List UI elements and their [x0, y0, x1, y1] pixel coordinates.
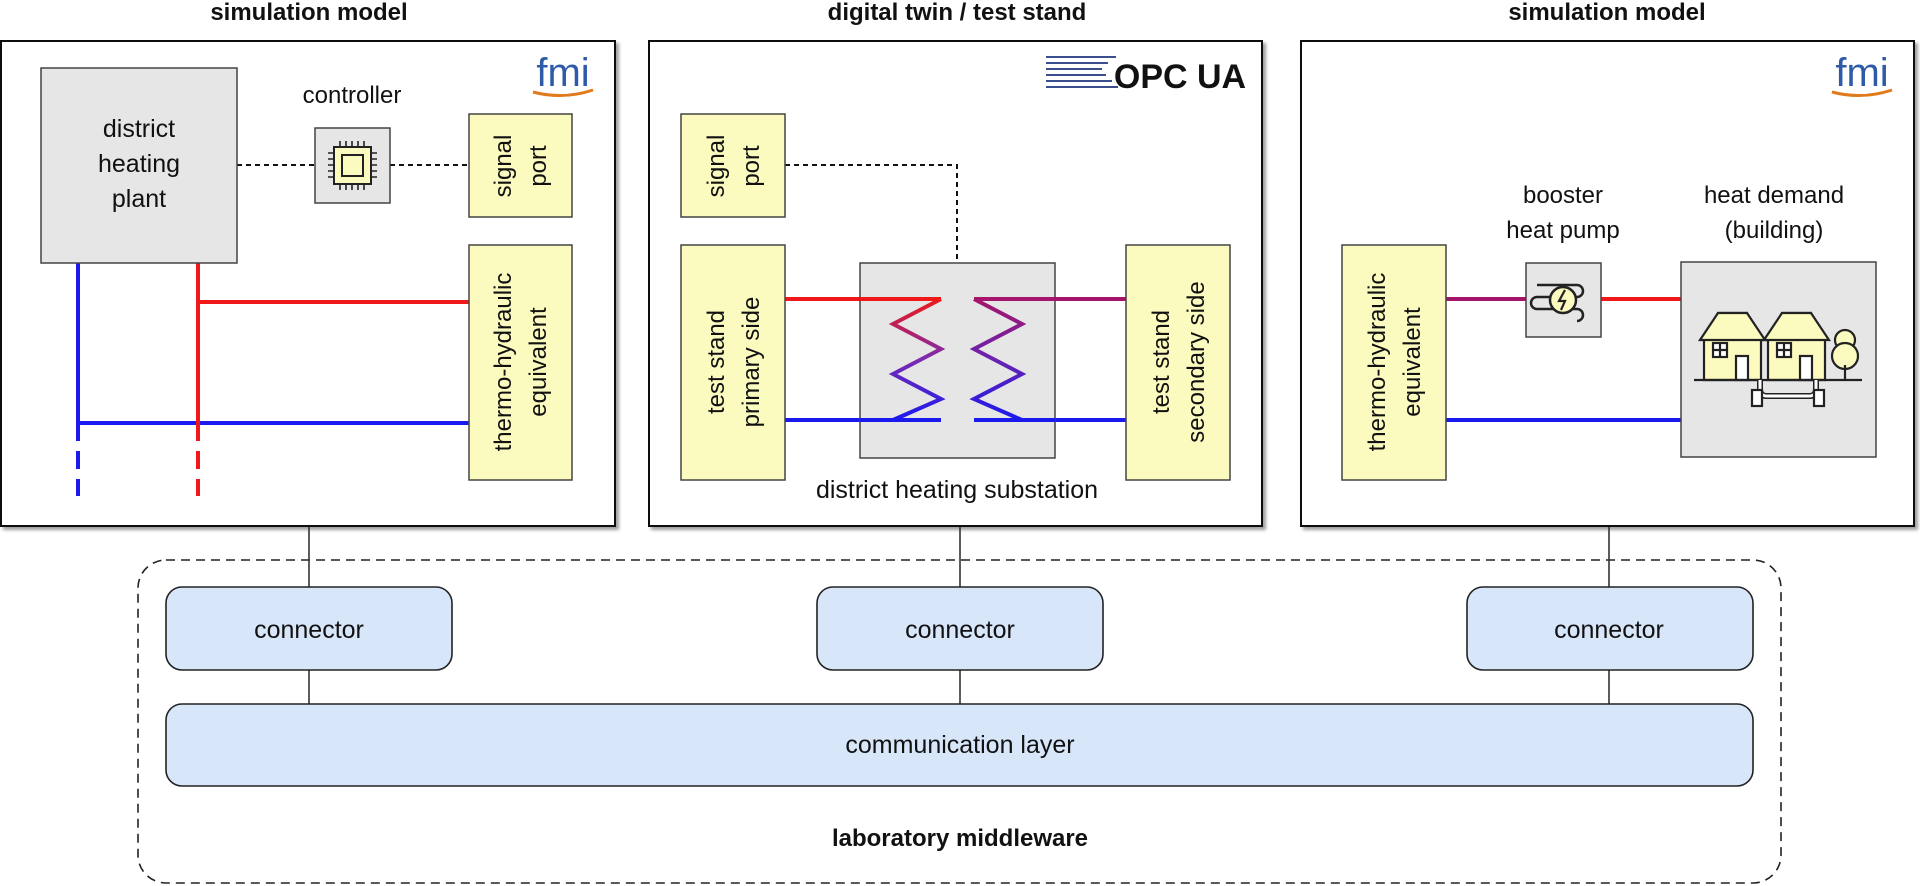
signal-port-middle-label-2: port: [738, 145, 765, 187]
signal-port-middle[interactable]: signal port: [680, 113, 786, 218]
fmi-logo-right: fmi: [1831, 51, 1893, 97]
chip-icon: [328, 141, 377, 190]
primary-label-1: test stand: [703, 310, 730, 414]
booster-label-1: booster: [1523, 182, 1603, 209]
connector-left-label: connector: [254, 616, 364, 644]
signal-line-substation: [785, 164, 958, 263]
thermo-hydraulic-equivalent-left[interactable]: thermo-hydraulic equivalent: [468, 244, 573, 481]
heat-pump-icon: [1529, 283, 1585, 323]
plant-label-3: plant: [112, 185, 166, 213]
equivalent-right-label-1: thermo-hydraulic: [1364, 273, 1391, 452]
communication-layer[interactable]: communication layer: [165, 703, 1754, 787]
thermo-hydraulic-equivalent-right[interactable]: thermo-hydraulic equivalent: [1341, 244, 1447, 481]
connector-middle-label: connector: [905, 616, 1015, 644]
signal-port-middle-label-1: signal: [703, 135, 730, 198]
signal-port-left[interactable]: signal port: [468, 113, 573, 218]
svg-text:fmi: fmi: [536, 51, 589, 95]
equivalent-right-label-2: equivalent: [1399, 307, 1426, 417]
connector-left[interactable]: connector: [165, 586, 453, 671]
test-stand-secondary-side[interactable]: test stand secondary side: [1125, 244, 1231, 481]
middleware-title: laboratory middleware: [832, 825, 1088, 852]
controller[interactable]: [314, 127, 391, 204]
signal-port-left-label-2: port: [525, 145, 552, 187]
secondary-label-2: secondary side: [1183, 281, 1210, 442]
district-heating-substation[interactable]: [859, 262, 1056, 459]
heat-demand-building[interactable]: [1680, 261, 1877, 458]
houses-icon: [1694, 311, 1862, 408]
controller-label: controller: [303, 82, 402, 109]
connector-middle[interactable]: connector: [816, 586, 1104, 671]
booster-label-2: heat pump: [1506, 217, 1619, 244]
opc-ua-logo: OPC UA: [1046, 56, 1246, 96]
svg-text:OPC UA: OPC UA: [1114, 58, 1246, 96]
test-stand-primary-side[interactable]: test stand primary side: [680, 244, 786, 481]
connector-right-label: connector: [1554, 616, 1664, 644]
middle-panel-title: digital twin / test stand: [828, 0, 1087, 26]
connector-right[interactable]: connector: [1466, 586, 1754, 671]
substation-label: district heating substation: [816, 476, 1098, 504]
signal-port-left-label-1: signal: [490, 135, 517, 198]
equivalent-left-label-2: equivalent: [525, 307, 552, 417]
left-panel-title: simulation model: [210, 0, 407, 26]
middleware-boundary: [137, 559, 1782, 884]
plant-label-1: district: [103, 115, 175, 143]
demand-label-2: (building): [1725, 217, 1824, 244]
secondary-label-1: test stand: [1148, 310, 1175, 414]
booster-heat-pump[interactable]: [1525, 262, 1602, 338]
right-panel-title: simulation model: [1508, 0, 1705, 26]
district-heating-plant[interactable]: district heating plant: [40, 67, 238, 264]
svg-text:fmi: fmi: [1835, 51, 1888, 95]
demand-label-1: heat demand: [1704, 182, 1844, 209]
plant-label-2: heating: [98, 150, 180, 178]
equivalent-left-label-1: thermo-hydraulic: [490, 273, 517, 452]
primary-label-2: primary side: [738, 297, 765, 428]
communication-layer-label: communication layer: [845, 731, 1074, 759]
fmi-logo: fmi: [532, 51, 594, 97]
